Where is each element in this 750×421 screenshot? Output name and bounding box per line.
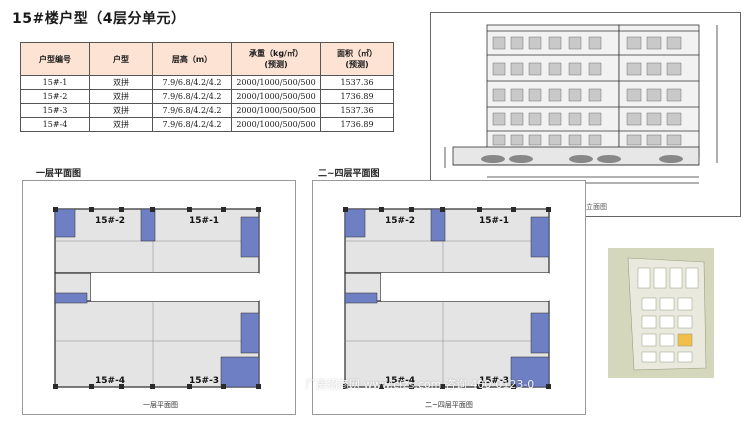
- cell-area: 1736.89: [320, 89, 394, 104]
- upper-plan-caption: 二~四层平面图: [318, 169, 380, 179]
- cell-code: 15#-1: [20, 75, 90, 90]
- page-title: 15#楼户型（4层分单元）: [12, 11, 186, 27]
- unit-label: 15#-2: [385, 216, 415, 226]
- header-type: 户型: [89, 42, 153, 76]
- cell-load: 2000/1000/500/500: [231, 103, 321, 118]
- header-area-line2: (预测): [345, 60, 369, 69]
- cell-code: 15#-4: [20, 117, 90, 132]
- table-header-row: 户型编号 户型 层高（m） 承重（kg/㎡） (预测) 面积（㎡） (预测): [20, 42, 394, 76]
- table-row: 15#-4 双拼 7.9/6.8/4.2/4.2 2000/1000/500/5…: [20, 117, 394, 132]
- site-map-svg: [608, 248, 714, 378]
- table-row: 15#-3 双拼 7.9/6.8/4.2/4.2 2000/1000/500/5…: [20, 103, 394, 118]
- unit-label: 15#-3: [479, 376, 509, 386]
- cell-code: 15#-3: [20, 103, 90, 118]
- ground-plan-caption: 一层平面图: [36, 169, 82, 179]
- table-row: 15#-1 双拼 7.9/6.8/4.2/4.2 2000/1000/500/5…: [20, 75, 394, 90]
- cell-code: 15#-2: [20, 89, 90, 104]
- unit-label: 15#-4: [95, 376, 125, 386]
- cell-height: 7.9/6.8/4.2/4.2: [152, 89, 232, 104]
- unit-label: 15#-3: [189, 376, 219, 386]
- cell-type: 双拼: [89, 89, 153, 104]
- cell-area: 1537.36: [320, 75, 394, 90]
- elevation-drawing: 立面图: [430, 12, 741, 217]
- site-location-map: [608, 248, 714, 378]
- cell-type: 双拼: [89, 117, 153, 132]
- cell-height: 7.9/6.8/4.2/4.2: [152, 75, 232, 90]
- upper-plan-subcaption: 二~四层平面图: [425, 401, 473, 409]
- header-code: 户型编号: [20, 42, 90, 76]
- cell-height: 7.9/6.8/4.2/4.2: [152, 117, 232, 132]
- header-area-line1: 面积（㎡）: [337, 49, 377, 58]
- upper-plan-svg: 15#-2 15#-1 15#-4 15#-3 二~四层平面图: [343, 207, 551, 409]
- cell-load: 2000/1000/500/500: [231, 89, 321, 104]
- highlighted-building: [677, 333, 693, 347]
- cell-load: 2000/1000/500/500: [231, 75, 321, 90]
- unit-label: 15#-4: [385, 376, 415, 386]
- ground-plan-svg: 15#-2 15#-1 15#-4 15#-3 一层平面图: [53, 207, 261, 409]
- unit-label: 15#-1: [189, 216, 219, 226]
- unit-label: 15#-1: [479, 216, 509, 226]
- cell-type: 双拼: [89, 75, 153, 90]
- cell-height: 7.9/6.8/4.2/4.2: [152, 103, 232, 118]
- header-load-line1: 承重（kg/㎡）: [249, 49, 303, 58]
- header-load-line2: (预测): [264, 60, 288, 69]
- ground-plan-subcaption: 一层平面图: [143, 401, 178, 409]
- unit-spec-table: 户型编号 户型 层高（m） 承重（kg/㎡） (预测) 面积（㎡） (预测) 1…: [20, 42, 394, 132]
- table-row: 15#-2 双拼 7.9/6.8/4.2/4.2 2000/1000/500/5…: [20, 89, 394, 104]
- unit-label: 15#-2: [95, 216, 125, 226]
- elevation-label: 立面图: [586, 202, 607, 211]
- cell-area: 1736.89: [320, 117, 394, 132]
- header-height: 层高（m）: [152, 42, 232, 76]
- ground-floor-plan: 15#-2 15#-1 15#-4 15#-3 一层平面图: [22, 180, 296, 415]
- header-area: 面积（㎡） (预测): [320, 42, 394, 76]
- cell-type: 双拼: [89, 103, 153, 118]
- header-load: 承重（kg/㎡） (预测): [231, 42, 321, 76]
- cell-load: 2000/1000/500/500: [231, 117, 321, 132]
- upper-floor-plan: 15#-2 15#-1 15#-4 15#-3 二~四层平面图: [312, 180, 586, 415]
- elevation-svg: 立面图: [444, 24, 718, 211]
- cell-area: 1537.36: [320, 103, 394, 118]
- watermark-text: 厂房招商网 www.cfzs.com 咨询 400-0123-0: [305, 378, 535, 391]
